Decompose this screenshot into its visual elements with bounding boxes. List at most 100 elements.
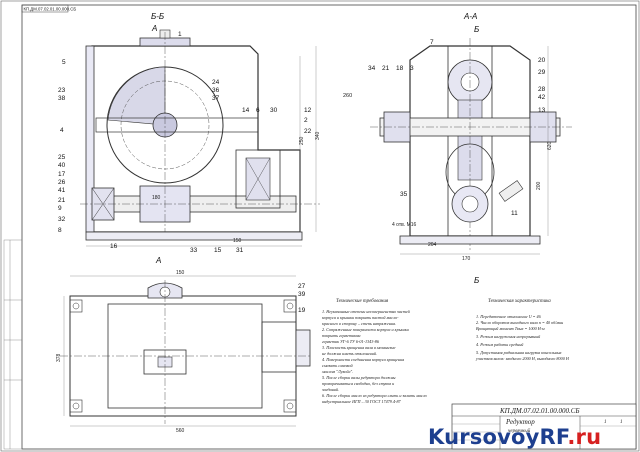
callout: 28 bbox=[538, 86, 546, 93]
tech-characteristics-heading: Техническая характеристика bbox=[488, 299, 551, 304]
tech-req-line: 1. Неуказанные степени несовершенства ча… bbox=[322, 309, 411, 314]
callout: 18 bbox=[396, 65, 404, 72]
callout: 20 bbox=[538, 57, 546, 64]
tech-char-line: 4. Режим работы средний bbox=[476, 342, 524, 347]
callout: 12 bbox=[304, 107, 312, 114]
callout: 37 bbox=[212, 95, 220, 102]
callout: 40 bbox=[58, 162, 66, 169]
tech-req-line: корпуса и крышки покрыть пастой масло- bbox=[322, 315, 399, 320]
callout: 11 bbox=[511, 210, 518, 217]
title-block-code: КП.ДМ.07.02.01.00.000.СБ bbox=[499, 407, 580, 415]
callout: 38 bbox=[58, 95, 66, 102]
tech-req-line: 6. После сборки масло из редуктора слить… bbox=[322, 393, 427, 398]
callout: 17 bbox=[58, 171, 66, 178]
callout: 9 bbox=[58, 205, 62, 212]
dim-180: 180 bbox=[152, 195, 161, 201]
dim-250-vertical: 250 bbox=[299, 136, 305, 145]
tech-req-line: 4. Поверхности соединения корпуса вращен… bbox=[322, 357, 404, 362]
watermark-name: KursovoyRF bbox=[428, 425, 568, 449]
callout: 7 bbox=[430, 39, 434, 46]
callout: 34 bbox=[368, 65, 376, 72]
tech-char-line: 2. Число оборотов выходного вала n = 40 … bbox=[476, 320, 563, 325]
callout: 39 bbox=[298, 291, 306, 298]
tech-char-line: участков валов: входного 2000 Н, выходно… bbox=[475, 356, 570, 362]
watermark-tld: .ru bbox=[567, 425, 602, 449]
callout: 32 bbox=[58, 216, 66, 223]
callout: 36 bbox=[212, 87, 220, 94]
section-bb-callouts: 1 5 23 38 4 25 40 17 26 41 21 9 32 8 24 … bbox=[58, 31, 312, 265]
callout: 25 bbox=[58, 154, 66, 161]
tech-req-line: маслом "Лукойл". bbox=[321, 369, 353, 374]
tech-req-line: 3. Плоскость вращения вала в механизме bbox=[322, 345, 396, 350]
dim-150: 150 bbox=[233, 238, 242, 244]
tech-req-line: индустриальное ИГП – 30 ГОСТ 17479.4-87 bbox=[322, 399, 402, 404]
tech-requirements: Технические требования 1. Неуказанные ст… bbox=[321, 299, 427, 404]
callout: 23 bbox=[58, 87, 66, 94]
tech-req-line: смазать смазкой bbox=[322, 363, 353, 368]
callout: 24 bbox=[212, 79, 220, 86]
dim-204: 204 bbox=[428, 242, 437, 248]
gear-spec: 260 bbox=[343, 93, 352, 99]
dim-260-vertical: 620 bbox=[547, 141, 553, 150]
callout: 26 bbox=[58, 179, 66, 186]
drawing-frame bbox=[21, 4, 637, 450]
section-aa-view: А-А Б 260 170 204 4 отв. M16 620 200 Б bbox=[343, 12, 572, 285]
tech-req-line: герметик УГ-6 ТУ 6-01-1343-86 bbox=[322, 339, 380, 344]
callout: 41 bbox=[58, 187, 66, 194]
callout: 30 bbox=[270, 107, 278, 114]
dim-620: 150 bbox=[176, 270, 185, 276]
cut-a-marker-top: А bbox=[151, 24, 157, 33]
callout: 15 bbox=[214, 247, 222, 254]
callout: 31 bbox=[236, 247, 244, 254]
tech-char-line: 1. Передаточное отношение U = 46 bbox=[476, 314, 542, 319]
dim-holes: 4 отв. M16 bbox=[392, 222, 417, 228]
plan-view: 150 378 560 27 39 19 bbox=[56, 270, 312, 434]
tech-req-line: красного в сторону – степь напряжения. bbox=[322, 321, 396, 326]
callout: 1 bbox=[178, 31, 182, 38]
section-bb-view: Б-Б А 250 340 bbox=[80, 12, 321, 247]
title-block: КП.ДМ.07.02.01.00.000.СБ Редуктор червяч… bbox=[451, 403, 637, 450]
title-block-subtitle: червячный bbox=[508, 428, 531, 434]
callout: 21 bbox=[382, 65, 390, 72]
title-block-name: Редуктор bbox=[505, 418, 535, 426]
tech-req-line: 2. Сопряженные поверхности корпуса и кры… bbox=[322, 327, 409, 332]
tech-char-line: 3. Режим нагружения непрерывный bbox=[476, 334, 541, 339]
title-block-sheets: 1 bbox=[620, 420, 623, 425]
callout: 4 bbox=[60, 127, 64, 134]
tech-req-line: покрыть герметиком bbox=[322, 333, 361, 338]
top-code-text: КП.ДМ.07.02.01.00.000.СБ bbox=[24, 6, 77, 11]
callout: 14 bbox=[242, 107, 250, 114]
callout: 16 bbox=[110, 243, 118, 250]
callout: 19 bbox=[298, 307, 306, 314]
callout: 8 bbox=[58, 227, 62, 234]
tech-req-line: заеданий. bbox=[321, 387, 339, 392]
callout: 27 bbox=[298, 283, 306, 290]
callout: 29 bbox=[538, 69, 546, 76]
dim-340-vertical: 340 bbox=[315, 131, 321, 140]
callout: 42 bbox=[538, 94, 546, 101]
callout: 13 bbox=[538, 107, 546, 114]
callout: 22 bbox=[304, 128, 312, 135]
tech-req-line: проворачиваться свободно, без стуков и bbox=[322, 381, 394, 387]
title-block-sheet: 1 bbox=[604, 420, 607, 425]
dim-378-vertical: 378 bbox=[56, 353, 62, 362]
callout: 33 bbox=[190, 247, 198, 254]
tech-req-line: не должна иметь отклонений. bbox=[322, 351, 377, 356]
callout: 5 bbox=[62, 59, 66, 66]
top-code-box bbox=[21, 4, 69, 13]
cut-b-marker-bottom: Б bbox=[474, 276, 479, 285]
cut-b-marker-top: Б bbox=[474, 25, 479, 34]
tech-characteristics: Техническая характеристика 1. Передаточн… bbox=[475, 299, 570, 362]
section-bb-label: Б-Б bbox=[151, 12, 164, 21]
callout: 6 bbox=[256, 107, 260, 114]
dim-560: 560 bbox=[176, 428, 185, 434]
callout: 3 bbox=[410, 65, 414, 72]
dim-276: 170 bbox=[462, 256, 471, 262]
tech-char-line: 5. Допустимая радиальная нагрузка консол… bbox=[476, 350, 562, 355]
tech-req-line: 5. После сборки валы редуктора должны bbox=[322, 375, 396, 380]
callout: 2 bbox=[304, 117, 308, 124]
watermark-kursovoyrf: KursovoyRF.ru bbox=[428, 424, 638, 450]
tech-char-line: Вращающий момент Твых = 1000 Н·м bbox=[476, 326, 545, 331]
